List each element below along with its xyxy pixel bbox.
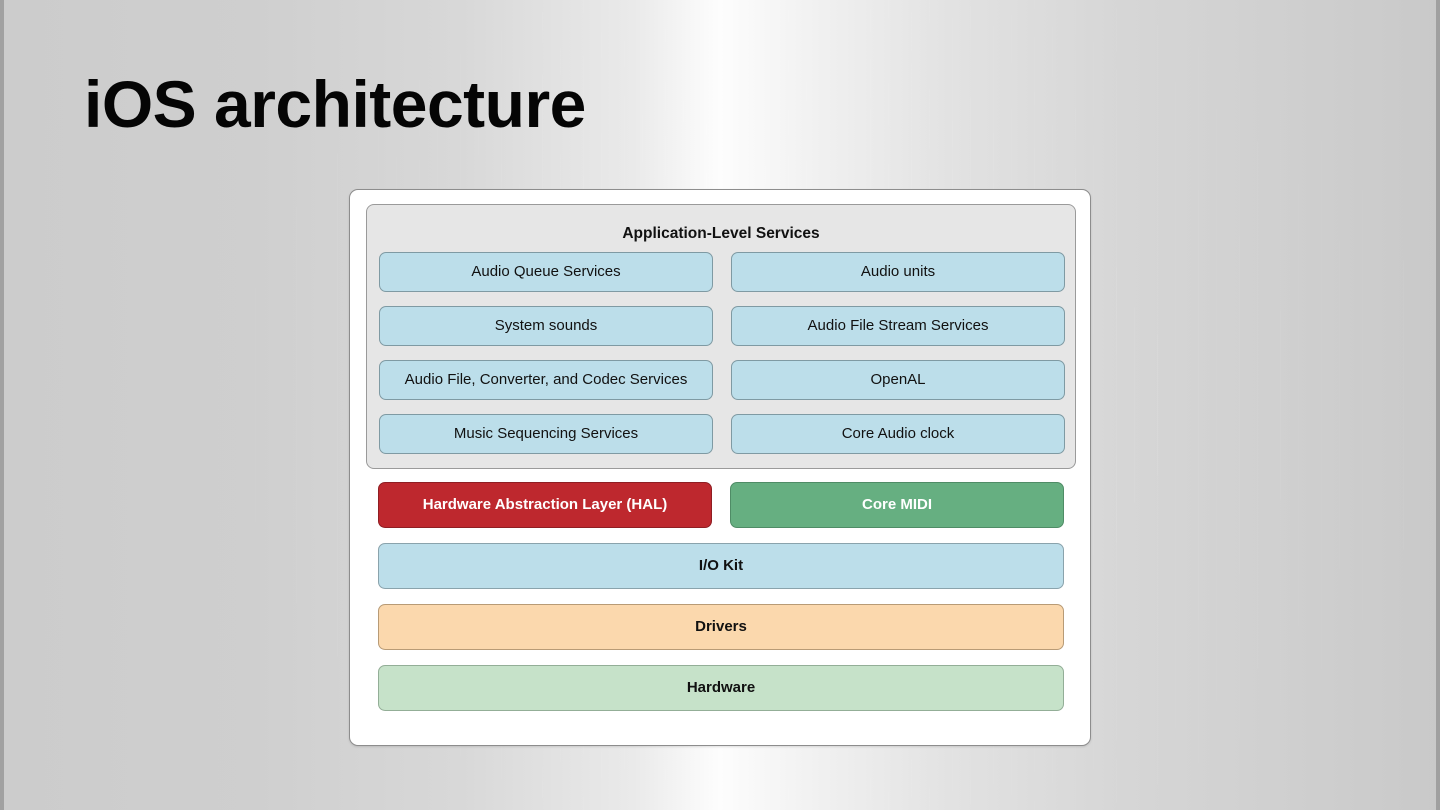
layer-box-io-kit[interactable]: I/O Kit <box>378 543 1064 589</box>
application-level-services-panel: Application-Level Services Audio Queue S… <box>366 204 1076 469</box>
service-box-audio-file-converter-codec-services[interactable]: Audio File, Converter, and Codec Service… <box>379 360 713 400</box>
service-box-music-sequencing-services[interactable]: Music Sequencing Services <box>379 414 713 454</box>
application-level-services-grid: Audio Queue Services Audio units System … <box>379 252 1065 454</box>
page-title: iOS architecture <box>84 67 586 141</box>
service-box-core-audio-clock[interactable]: Core Audio clock <box>731 414 1065 454</box>
lower-layers-stack: Hardware Abstraction Layer (HAL) Core MI… <box>378 482 1064 726</box>
layer-box-core-midi[interactable]: Core MIDI <box>730 482 1064 528</box>
service-box-audio-units[interactable]: Audio units <box>731 252 1065 292</box>
architecture-diagram-frame: Application-Level Services Audio Queue S… <box>349 189 1091 746</box>
service-box-audio-queue-services[interactable]: Audio Queue Services <box>379 252 713 292</box>
hal-coremidi-row: Hardware Abstraction Layer (HAL) Core MI… <box>378 482 1064 528</box>
slide-right-edge <box>1436 0 1440 810</box>
layer-box-hardware-abstraction-layer[interactable]: Hardware Abstraction Layer (HAL) <box>378 482 712 528</box>
service-box-openal[interactable]: OpenAL <box>731 360 1065 400</box>
layer-box-drivers[interactable]: Drivers <box>378 604 1064 650</box>
hardware-row: Hardware <box>378 665 1064 711</box>
application-level-services-title: Application-Level Services <box>622 225 820 242</box>
io-kit-row: I/O Kit <box>378 543 1064 589</box>
service-box-system-sounds[interactable]: System sounds <box>379 306 713 346</box>
service-box-audio-file-stream-services[interactable]: Audio File Stream Services <box>731 306 1065 346</box>
layer-box-hardware[interactable]: Hardware <box>378 665 1064 711</box>
drivers-row: Drivers <box>378 604 1064 650</box>
slide-left-edge <box>0 0 4 810</box>
